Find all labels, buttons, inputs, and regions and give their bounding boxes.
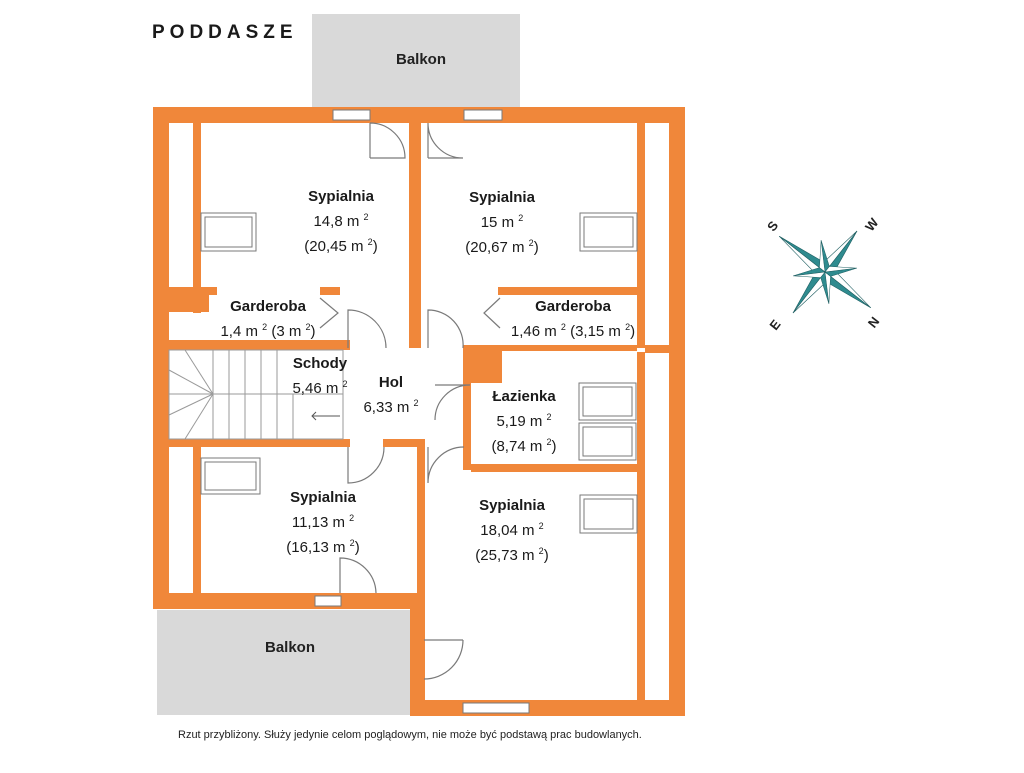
compass-rose: [779, 230, 871, 314]
room-name: Łazienka: [492, 388, 556, 405]
room-area: 15 m: [480, 214, 515, 231]
room-bathroom: Łazienka 5,19 m 2 (8,74 m 2): [478, 386, 570, 457]
compass-label-s: S: [764, 218, 781, 234]
doors: [319, 122, 501, 680]
stairs: [168, 349, 344, 440]
area-sup: 2: [625, 322, 631, 332]
room-bedroom-bottom-right: Sypialnia 18,04 m 2 (25,73 m 2): [452, 495, 572, 566]
room-area: 5,19 m: [496, 413, 543, 430]
room-total-area: (3 m: [271, 323, 302, 340]
room-stairs: Schody 5,46 m 2: [278, 353, 362, 399]
area-sup: 2: [262, 322, 268, 332]
room-total-area: (25,73 m: [475, 547, 535, 564]
windows: [314, 109, 530, 714]
disclaimer-footer: Rzut przybliżony. Służy jedynie celom po…: [178, 729, 642, 741]
room-name: Garderoba: [535, 298, 611, 315]
room-wardrobe-left: Garderoba 1,4 m 2 (3 m 2): [206, 296, 330, 342]
room-bedroom-top-right: Sypialnia 15 m 2 (20,67 m 2): [442, 187, 562, 258]
room-total-area: (16,13 m: [286, 539, 346, 556]
area-sup: 2: [560, 322, 566, 332]
area-sup: 2: [518, 213, 524, 223]
room-area: 14,8 m: [313, 213, 360, 230]
area-sup: 2: [363, 212, 369, 222]
room-name: Sypialnia: [290, 489, 356, 506]
room-name: Sypialnia: [479, 497, 545, 514]
room-name: Sypialnia: [308, 188, 374, 205]
area-sup: 2: [413, 398, 419, 408]
area-sup: 2: [546, 412, 552, 422]
room-area: 5,46 m: [292, 380, 339, 397]
area-sup: 2: [528, 238, 534, 248]
room-bedroom-top-left: Sypialnia 14,8 m 2 (20,45 m 2): [276, 186, 406, 257]
room-area: 11,13 m: [291, 514, 345, 531]
area-sup: 2: [349, 538, 355, 548]
compass-label-e: E: [766, 317, 783, 333]
room-name: Sypialnia: [469, 189, 535, 206]
room-total-area: (8,74 m: [491, 438, 543, 455]
area-sup: 2: [349, 513, 355, 523]
room-total-area: (20,45 m: [304, 238, 364, 255]
area-sup: 2: [546, 437, 552, 447]
room-total-area: (20,67 m: [465, 239, 525, 256]
room-name: Schody: [292, 355, 348, 372]
area-sup: 2: [538, 521, 544, 531]
room-wardrobe-right: Garderoba 1,46 m 2 (3,15 m 2): [500, 296, 646, 342]
balcony-bottom-label: Balkon: [265, 639, 316, 656]
area-sup: 2: [367, 237, 373, 247]
balcony-top: [312, 14, 520, 107]
room-area: 1,4 m: [220, 323, 258, 340]
area-sup: 2: [538, 546, 544, 556]
area-sup: 2: [305, 322, 311, 332]
balcony-top-label: Balkon: [396, 51, 447, 68]
room-area: 6,33 m: [363, 399, 410, 416]
room-hall: Hol 6,33 m 2: [355, 372, 427, 418]
area-sup: 2: [342, 379, 348, 389]
room-area: 18,04 m: [480, 522, 535, 539]
page-title: PODDASZE: [152, 22, 298, 43]
room-name: Garderoba: [230, 298, 306, 315]
room-total-area: (3,15 m: [570, 323, 621, 340]
balcony-bottom: [157, 610, 410, 715]
compass-label-w: W: [862, 215, 882, 234]
room-bedroom-bottom-left: Sypialnia 11,13 m 2 (16,13 m 2): [268, 487, 378, 558]
room-area: 1,46 m: [510, 323, 557, 340]
room-name: Hol: [378, 374, 404, 391]
roof-windows: [200, 212, 638, 534]
compass-label-n: N: [865, 314, 883, 331]
